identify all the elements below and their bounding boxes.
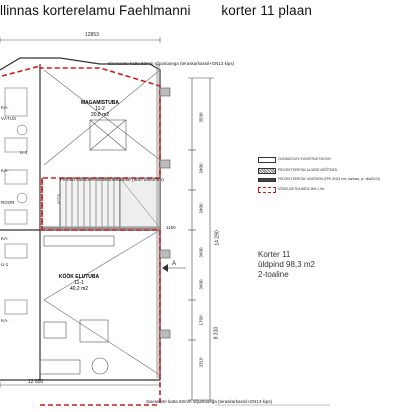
right-dimension-1: 3590 xyxy=(198,112,204,123)
hatched-walls xyxy=(40,64,160,378)
legend-label: PROJEKTEERITAV VAHESEIN (EPS GN13 mm, ka… xyxy=(278,177,381,181)
right-dimension-3: 3400 xyxy=(198,203,204,214)
left-label: ROOR xyxy=(1,200,15,205)
page-title: llinnas korterelamu Faehlmanni korter 11… xyxy=(0,3,312,18)
apartment-outline xyxy=(1,64,161,406)
room-number: 11-1 xyxy=(74,280,84,286)
right-dimension-6: 8 310 xyxy=(213,326,220,340)
legend-swatch xyxy=(258,157,276,163)
room-bedroom: MAGAMISTUBA 11-2 20,8 m2 xyxy=(75,100,125,118)
right-dimension-5: 3310 xyxy=(198,357,204,368)
left-label: KA- xyxy=(1,236,9,241)
legend-label: KÕRGUSE RUUMIDE MIN 2,5m xyxy=(278,187,325,191)
apartment-area: üldpind 98,3 m2 xyxy=(258,260,315,269)
top-wall-note: Siseseinte katta 50mm sõjustusega (teras… xyxy=(108,61,235,66)
right-dimension-chain xyxy=(188,77,214,401)
bottom-wall-note: Siseseinte katta 50mm sõjustusega (teras… xyxy=(146,399,273,404)
apartment-info: Korter 11 üldpind 98,3 m2 2-toaline xyxy=(258,250,315,280)
room-area: 40,2 m2 xyxy=(69,286,89,292)
left-label: VÄTUS xyxy=(1,116,17,121)
room-number: 11-2 xyxy=(95,106,105,112)
section-label: A xyxy=(172,261,177,267)
small-dimension-left: 3490 xyxy=(198,247,204,258)
legend-swatch xyxy=(258,168,276,174)
kitchen-furniture xyxy=(39,235,115,375)
staircase xyxy=(59,177,161,229)
section-marker xyxy=(162,264,186,272)
top-dimension: 12853 xyxy=(85,32,99,38)
right-dimension-2: 3400 xyxy=(198,163,204,174)
room-name: MAGAMISTUBA xyxy=(80,100,120,106)
legend-swatch xyxy=(258,187,276,193)
right-dimension-4: 1760 xyxy=(198,315,204,326)
roof-lines xyxy=(43,69,161,376)
right-total-dimension: 14 290 xyxy=(214,230,221,246)
shaft-note: Pinnaõ suitsuventilatsioonikatuse (900*1… xyxy=(60,178,164,183)
small-dimension-right: 3490 xyxy=(198,279,204,290)
room-area: 20,8 m2 xyxy=(90,112,110,118)
legend-label: PROJEKTEERITAV ALGEDE MÕÕTMED xyxy=(278,168,338,172)
bottom-dimension: 12 850 xyxy=(28,379,44,385)
left-label: KA- xyxy=(1,318,9,323)
legend-label: OLEMASOLEV KONSTRUKTSIOON xyxy=(278,157,331,161)
left-label: KA- xyxy=(1,168,9,173)
apartment-type: 2-toaline xyxy=(258,270,289,279)
left-label: U-1 xyxy=(1,262,9,267)
left-label: KA- xyxy=(1,105,9,110)
legend-swatch xyxy=(258,178,276,182)
left-rooms xyxy=(4,87,28,315)
column-markers xyxy=(159,87,171,339)
room-name: KÖÖK ELUTUBA xyxy=(58,274,100,280)
room-kitchen: KÖÖK ELUTUBA 11-1 40,2 m2 xyxy=(54,274,104,292)
left-label: U-1 xyxy=(20,150,28,155)
mid-dimension: 1160 xyxy=(166,225,176,230)
apartment-label: Korter 11 xyxy=(258,250,291,259)
